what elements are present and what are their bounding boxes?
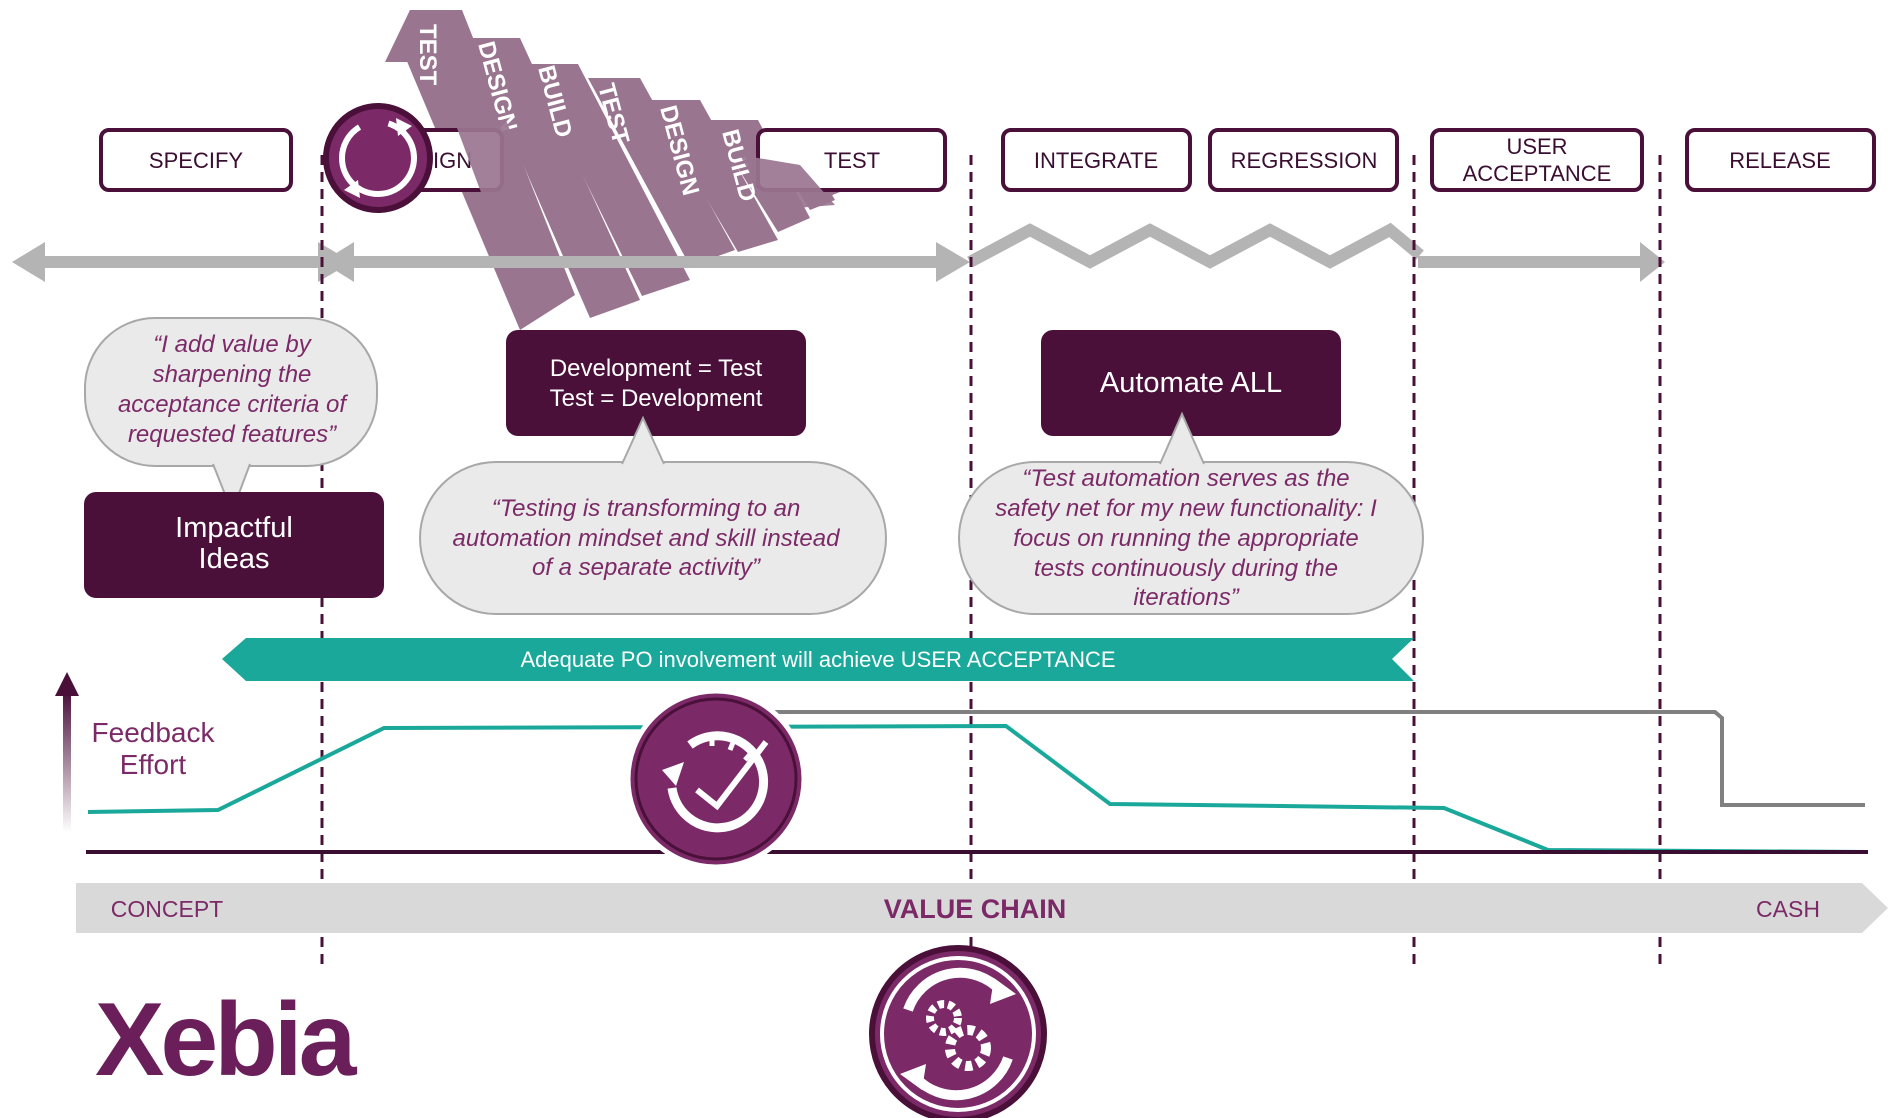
timeline-arrows — [12, 222, 1665, 282]
waterfall-step-2 — [468, 38, 640, 318]
quote-bubble-automation: “Test automation serves as the safety ne… — [958, 411, 1424, 615]
grey-effort-line — [700, 710, 1865, 807]
automate-all-label: Automate ALL — [1100, 367, 1282, 399]
right-arrow-head — [1640, 242, 1665, 282]
quote-text: “Testing is transforming to an — [492, 495, 801, 522]
quote-text: safety net for my new functionality: I — [995, 495, 1377, 522]
phase-test-label: TEST — [824, 148, 880, 173]
value-chain-end: CASH — [1756, 896, 1820, 922]
phase-specify-label: SPECIFY — [149, 148, 243, 173]
quote-text: of a separate activity” — [532, 554, 761, 581]
phase-regression-label: REGRESSION — [1231, 148, 1378, 173]
feedback-effort-axis: Feedback Effort — [55, 672, 215, 832]
waterfall-top-arrow — [385, 10, 415, 62]
quote-bubble-specify: “I add value by sharpening the acceptanc… — [84, 317, 378, 515]
quote-text: automation mindset and skill instead — [453, 525, 841, 552]
dev-test-label: Development = Test — [550, 355, 763, 382]
phase-integrate: INTEGRATE — [1001, 128, 1192, 192]
gears-cycle-icon — [869, 945, 1047, 1118]
zigzag-line — [967, 222, 1424, 269]
impactful-ideas-box: Impactful Ideas — [84, 492, 384, 598]
quote-text: iterations” — [1133, 584, 1239, 611]
quote-text: sharpening the — [153, 361, 312, 388]
quote-text: requested features” — [128, 421, 337, 448]
waterfall-step-4 — [588, 78, 735, 266]
value-chain-bar: CONCEPT VALUE CHAIN CASH — [76, 883, 1888, 933]
left-double-arrow — [12, 242, 352, 282]
feedback-lines — [86, 710, 1869, 854]
cycle-icon — [323, 103, 433, 213]
teal-feedback-line — [87, 723, 1869, 854]
middle-double-arrow — [322, 242, 970, 282]
impactful-ideas-label: Ideas — [199, 543, 270, 575]
waterfall-step-5 — [648, 100, 778, 252]
quote-text: focus on running the appropriate — [1013, 525, 1359, 552]
dev-test-box: Development = Test Test = Development — [506, 330, 806, 436]
waterfall-label: TEST — [414, 24, 441, 86]
phase-user-acceptance-label: ACCEPTANCE — [1463, 161, 1612, 186]
quote-text: acceptance criteria of — [118, 391, 348, 418]
phase-release-label: RELEASE — [1729, 148, 1831, 173]
banner-text: Adequate PO involvement will achieve USE… — [520, 647, 1115, 672]
phase-regression: REGRESSION — [1208, 128, 1399, 192]
po-involvement-banner: Adequate PO involvement will achieve USE… — [222, 638, 1414, 681]
waterfall-step-3 — [528, 64, 690, 296]
xebia-logo: Xebia — [95, 982, 362, 1098]
phase-release: RELEASE — [1685, 128, 1876, 192]
phase-user-acceptance: USER ACCEPTANCE — [1430, 128, 1644, 192]
dev-test-label: Test = Development — [550, 385, 763, 412]
value-chain-title: VALUE CHAIN — [884, 894, 1067, 924]
phase-specify: SPECIFY — [99, 128, 293, 192]
quote-text: “Test automation serves as the — [1022, 465, 1349, 492]
waterfall-overlay — [454, 120, 835, 270]
automate-all-box: Automate ALL — [1041, 330, 1341, 436]
quote-text: tests continuously during the — [1034, 555, 1338, 582]
phase-user-acceptance-label: USER — [1506, 134, 1567, 159]
phase-integrate-label: INTEGRATE — [1034, 148, 1158, 173]
quote-bubble-testing: “Testing is transforming to an automatio… — [419, 415, 887, 615]
axis-label: Feedback — [92, 717, 216, 748]
xebia-logo-text: Xebia — [95, 982, 358, 1098]
impactful-ideas-label: Impactful — [175, 512, 293, 544]
stopwatch-icon — [625, 688, 807, 870]
quote-text: “I add value by — [153, 331, 312, 358]
right-bar — [1418, 256, 1648, 268]
value-chain-start: CONCEPT — [111, 896, 223, 922]
axis-label: Effort — [120, 749, 187, 780]
